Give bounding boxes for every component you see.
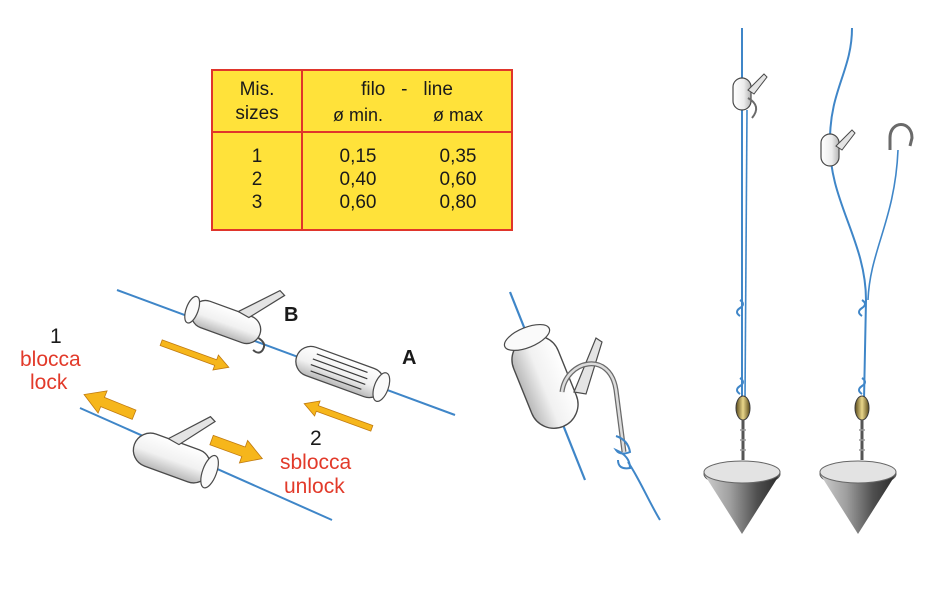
- row-min: 0,60: [339, 192, 377, 213]
- unlock-number: 2: [310, 427, 322, 450]
- part-a-label: A: [402, 347, 417, 369]
- unlock-label-en: unlock: [284, 475, 345, 498]
- table-column-divider: [301, 71, 303, 229]
- size-table: Mis. sizes filo - line ø min. ø max 1 0,…: [211, 69, 513, 231]
- unlock-label-it: sblocca: [280, 451, 352, 474]
- lock-label-en: lock: [30, 371, 68, 394]
- closeup-clip: [503, 291, 661, 521]
- arrow-insert-b: [159, 339, 230, 371]
- row-size: 3: [251, 192, 263, 213]
- header-sizes: sizes: [235, 103, 279, 124]
- line-a-b: [116, 289, 456, 416]
- table-header-divider: [213, 131, 511, 133]
- row-size: 2: [251, 169, 263, 190]
- row-max: 0,35: [439, 146, 477, 167]
- header-max: ø max: [432, 105, 483, 125]
- lock-number: 1: [50, 325, 62, 348]
- part-b-label: B: [284, 304, 299, 326]
- row-size: 1: [251, 146, 263, 167]
- header-min: ø min.: [332, 105, 383, 125]
- arrow-unlock: [209, 434, 264, 464]
- rig-unlocked: [819, 27, 914, 534]
- arrow-lock: [83, 390, 137, 420]
- row-min: 0,40: [339, 169, 377, 190]
- row-min: 0,15: [339, 146, 377, 167]
- rig-locked: [703, 28, 781, 534]
- clip-b: [184, 289, 286, 354]
- arrow-insert-a: [303, 400, 374, 432]
- row-max: 0,60: [439, 169, 477, 190]
- header-mis: Mis.: [239, 79, 275, 100]
- clip-locked: [132, 415, 219, 489]
- lock-label-it: blocca: [20, 348, 81, 371]
- sleeve-a: [295, 345, 391, 402]
- row-max: 0,80: [439, 192, 477, 213]
- header-filo-line: filo - line: [361, 79, 453, 100]
